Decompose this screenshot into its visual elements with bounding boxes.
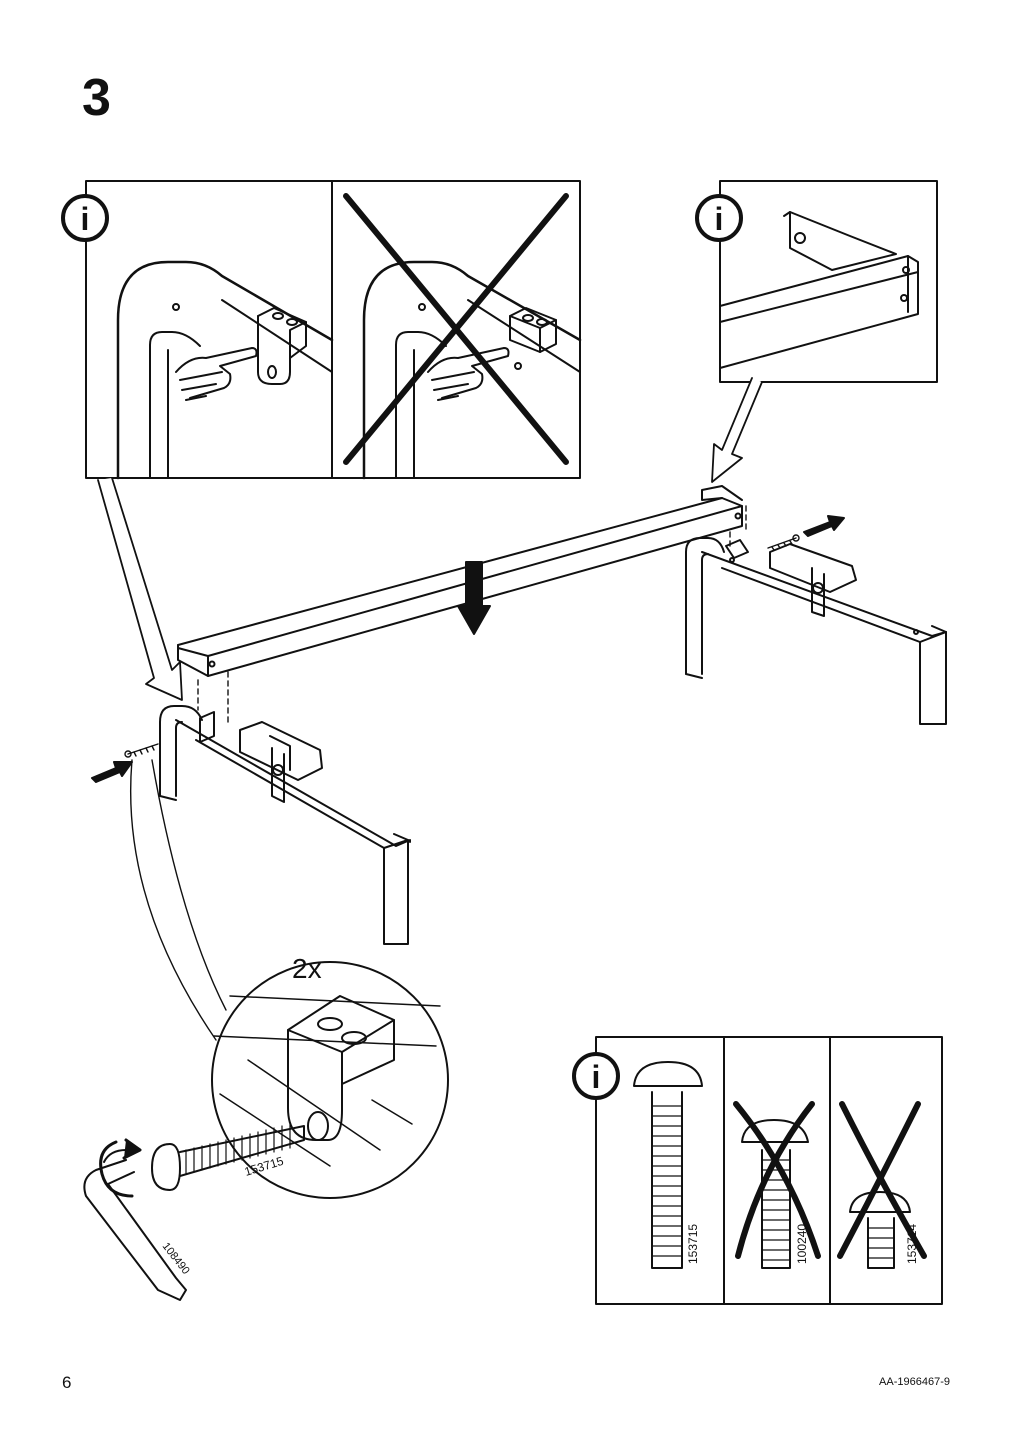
- bolt-label-153715: 153715: [243, 1154, 286, 1179]
- arrow-icon: [91, 761, 133, 783]
- screw-right: [767, 534, 800, 551]
- info-icon: i: [61, 194, 109, 242]
- bolt-153715: [151, 1123, 305, 1191]
- step-number: 3: [82, 69, 111, 127]
- bolt-label-153715: 153715: [686, 1224, 700, 1264]
- bolt-label-153714: 153714: [905, 1224, 919, 1264]
- top-beam: [177, 485, 743, 677]
- allen-key-label: 108490: [160, 1240, 192, 1276]
- info-panel-correct-orientation: [85, 180, 334, 480]
- right-frame: [685, 537, 947, 725]
- info-panel-bolt-comparison: [595, 1036, 943, 1305]
- left-frame: [159, 705, 411, 945]
- cross-mark-icon: [733, 1101, 821, 1259]
- info-icon: i: [572, 1052, 620, 1100]
- info-panel-wrong-orientation: [331, 180, 582, 480]
- bolt-label-100240: 100240: [795, 1224, 809, 1264]
- svg-text:i: i: [81, 201, 90, 237]
- allen-key: [83, 1149, 187, 1301]
- arrow-icon: [97, 377, 763, 701]
- svg-text:i: i: [592, 1059, 601, 1095]
- svg-text:i: i: [715, 201, 724, 237]
- rotate-icon: [99, 1138, 142, 1198]
- zoom-detail: [129, 759, 449, 1199]
- info-icon: i: [695, 194, 743, 242]
- quantity-label: 2x: [292, 953, 322, 984]
- arrow-icon: [803, 515, 845, 537]
- info-panel-beam-end: [719, 180, 938, 383]
- arrow-icon: [457, 561, 491, 635]
- page-number: 6: [62, 1373, 72, 1392]
- document-code: AA-1966467-9: [879, 1376, 950, 1388]
- screw-left: [124, 743, 159, 758]
